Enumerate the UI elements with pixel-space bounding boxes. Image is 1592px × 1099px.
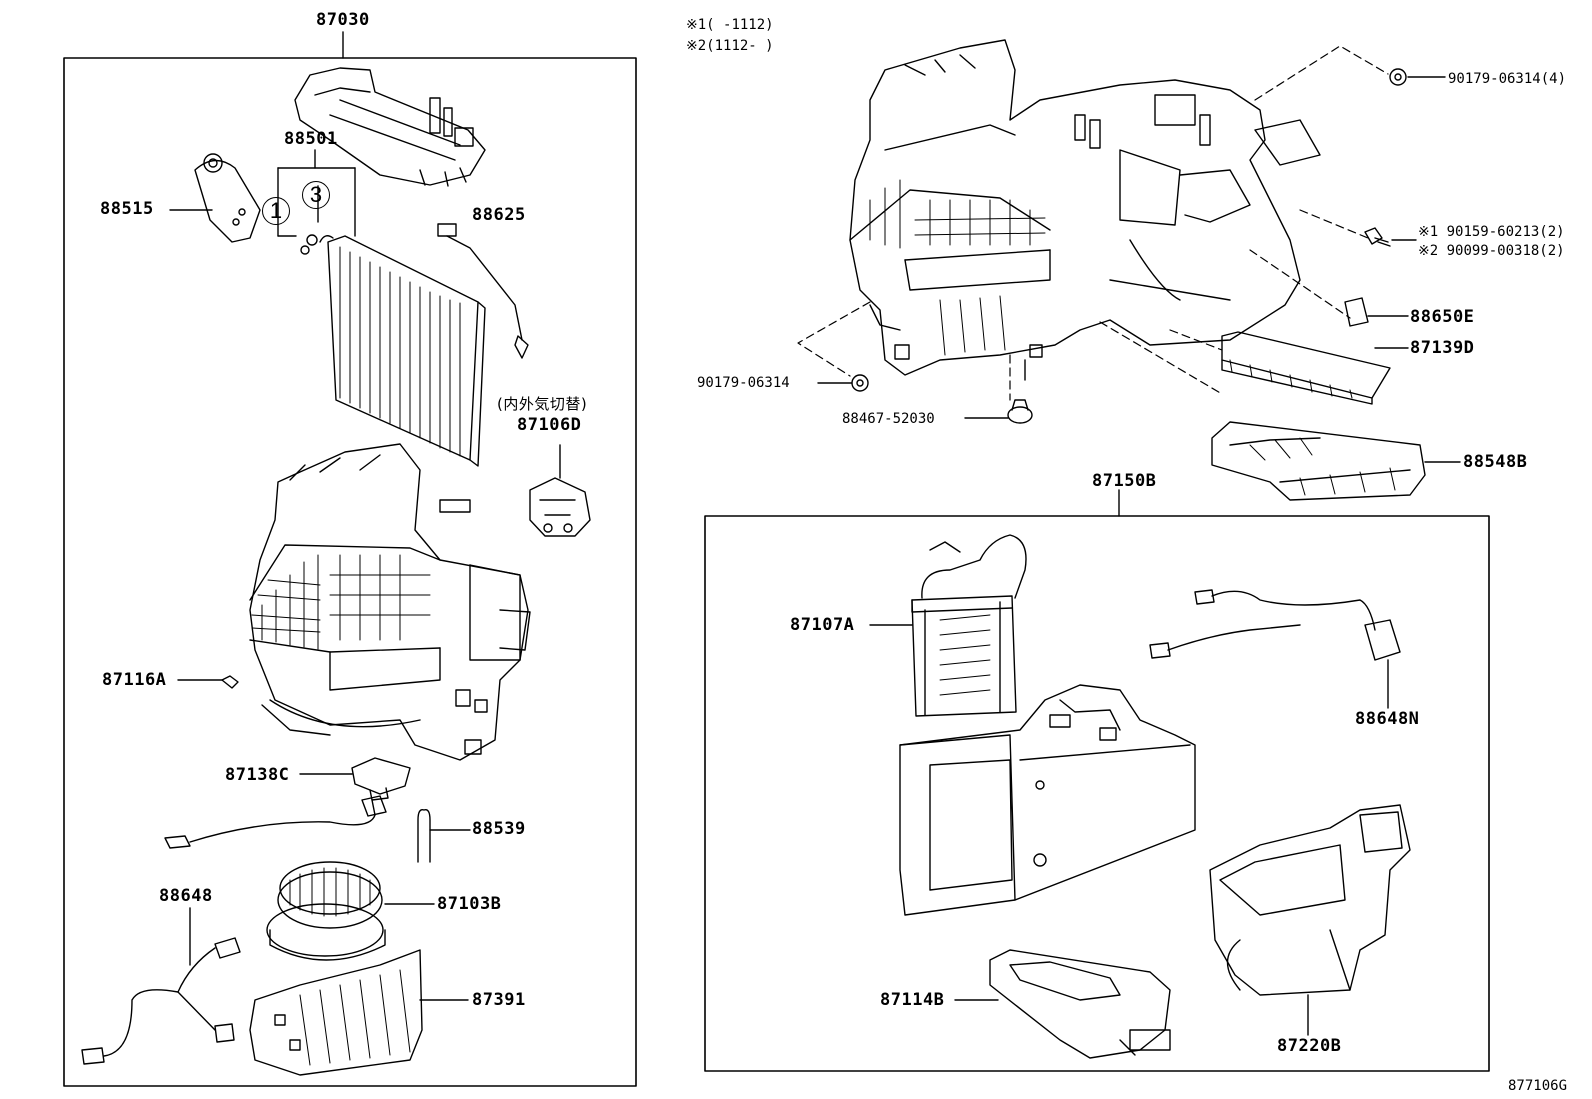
label-87106d: 87106D	[517, 415, 582, 435]
left-group-frame	[63, 57, 637, 1087]
label-87107a: 87107A	[790, 615, 855, 635]
label-87030: 87030	[316, 10, 370, 30]
label-88650e: 88650E	[1410, 307, 1475, 327]
part-88648-harness	[81, 907, 241, 1065]
part-87138c-resistor	[299, 757, 411, 801]
part-88467-52030-grommet	[964, 399, 1033, 424]
label-88648: 88648	[159, 886, 213, 906]
part-88501-bracket	[277, 149, 356, 255]
part-87030-upper-case	[294, 67, 486, 187]
label-87220b: 87220B	[1277, 1036, 1342, 1056]
label-88625: 88625	[472, 205, 526, 225]
label-87103b: 87103B	[437, 894, 502, 914]
label-87391: 87391	[472, 990, 526, 1010]
label-90159-60213: ※1 90159-60213(2)	[1418, 224, 1565, 240]
part-unit-assembly-exploded	[849, 39, 1321, 381]
circled-number-3: 3	[302, 181, 330, 209]
label-88515: 88515	[100, 199, 154, 219]
part-87114b-duct	[954, 949, 1171, 1059]
part-90159-screw	[1364, 227, 1417, 247]
part-87116a-clip	[177, 675, 239, 689]
label-87150b: 87150B	[1092, 471, 1157, 491]
part-88650e-amplifier	[1344, 297, 1409, 327]
label-87116a: 87116A	[102, 670, 167, 690]
part-90179-06314-nut	[817, 374, 869, 392]
part-88548b-damper	[1211, 421, 1461, 501]
part-87220b-intake-case	[1209, 804, 1411, 1036]
part-heater-case	[899, 684, 1196, 916]
right-group-frame	[704, 515, 1490, 1072]
label-90179-06314-4: 90179-06314(4)	[1448, 71, 1567, 87]
label-88539: 88539	[472, 819, 526, 839]
label-88467-52030: 88467-52030	[842, 411, 935, 427]
part-87139d-filter	[1221, 331, 1409, 405]
part-87107a-heater-core	[869, 534, 1027, 717]
label-87139d: 87139D	[1410, 338, 1475, 358]
label-87106d-note: (内外気切替)	[497, 395, 588, 413]
label-88548b: 88548B	[1463, 452, 1528, 472]
part-88515-expansion-valve	[169, 153, 261, 243]
part-90179-06314-4-nut	[1389, 68, 1446, 86]
phantom-lines	[797, 45, 1389, 401]
part-blower-wire	[164, 795, 387, 849]
part-evaporator	[319, 235, 486, 467]
part-87106d-servo	[529, 444, 591, 537]
label-88648n: 88648N	[1355, 709, 1420, 729]
label-88501: 88501	[284, 129, 338, 149]
part-88648n-harness	[1149, 589, 1401, 709]
part-87391-lower-case	[249, 949, 469, 1076]
label-87114b: 87114B	[880, 990, 945, 1010]
note-1: ※1( -1112)	[686, 17, 774, 33]
note-2: ※2(1112- )	[686, 38, 774, 54]
diagram-id: 877106G	[1508, 1078, 1568, 1094]
part-88625-thermistor	[437, 223, 529, 359]
label-90099-00318: ※2 90099-00318(2)	[1418, 243, 1565, 259]
part-88539-drain-hose	[417, 809, 471, 863]
circled-number-1: 1	[262, 197, 290, 225]
part-main-housing-left	[249, 443, 531, 761]
part-87103b-blower-motor	[266, 861, 435, 961]
label-87138c: 87138C	[225, 765, 290, 785]
label-90179-06314: 90179-06314	[697, 375, 790, 391]
